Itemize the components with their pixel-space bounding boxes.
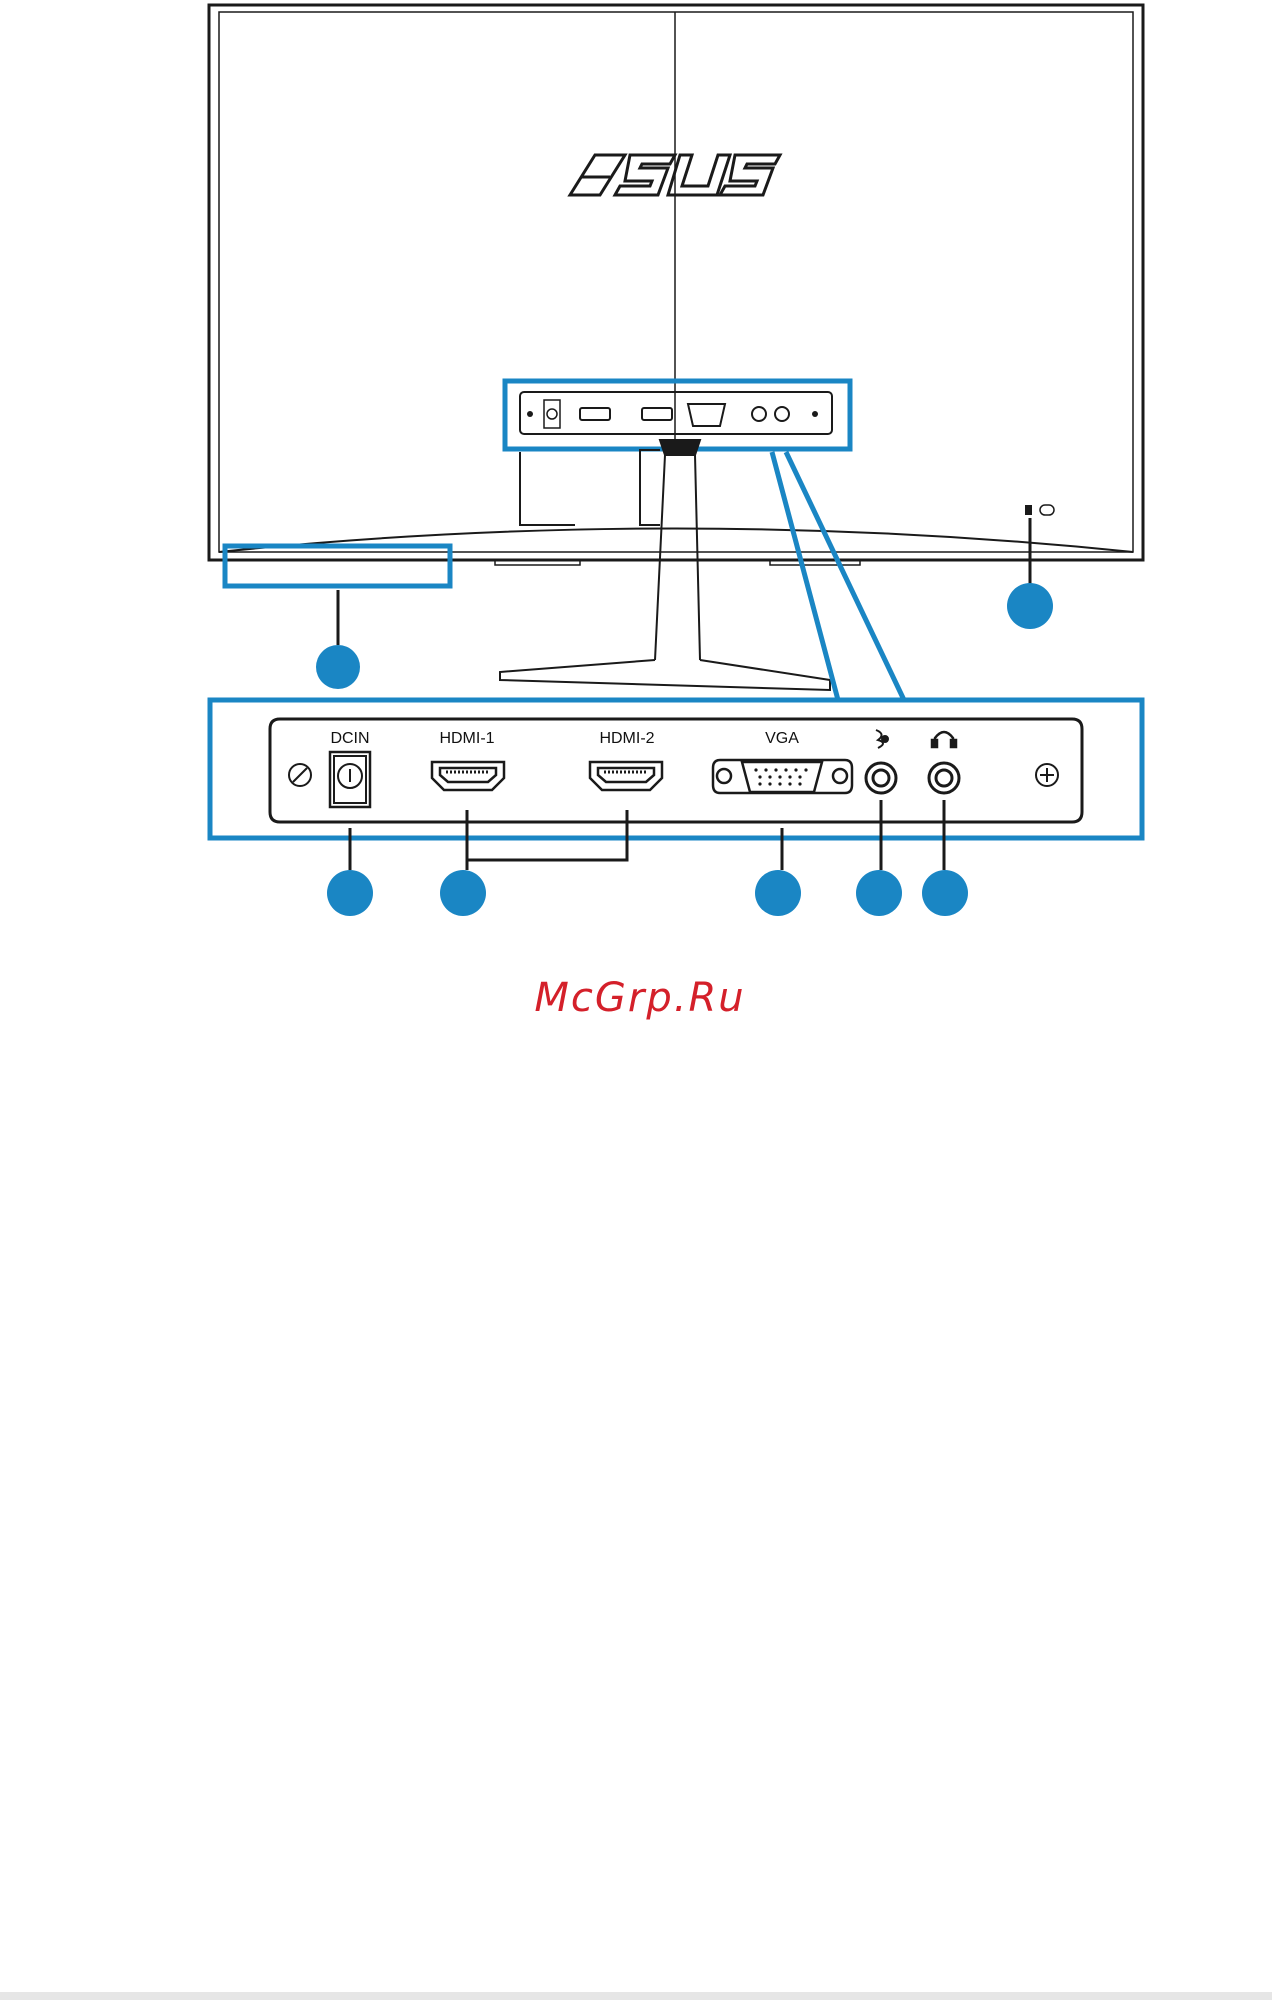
audio-in-icon [876,730,888,748]
kensington-lock-icon [1025,505,1054,515]
dcin-label: DCIN [330,730,369,747]
headphone-jack [929,763,959,793]
watermark-text: McGrp.Ru [0,975,1272,1021]
hdmi1-port [432,762,504,790]
callout-marker-vga [755,870,801,916]
audio-in-jack [866,763,896,793]
ports-panel [270,719,1082,822]
monitor-back [209,5,1143,565]
hdmi2-port [590,762,662,790]
hdmi1-label: HDMI-1 [439,730,494,747]
callout-markers [316,583,1053,916]
zoom-lines [772,452,904,700]
vga-port [713,760,852,793]
callout-marker-dcin [327,870,373,916]
callout-marker-audio-in [856,870,902,916]
callout-lines [338,518,1030,870]
callout-marker-hdmi [440,870,486,916]
callout-marker-kensington [1007,583,1053,629]
headphone-icon [932,732,956,747]
screw-icon [1036,764,1058,786]
port-area-highlight [505,381,850,449]
callout-marker-headphone [922,870,968,916]
screw-icon [289,764,311,786]
vga-label: VGA [765,730,799,747]
hdmi2-label: HDMI-2 [599,730,654,747]
dcin-port [330,752,370,807]
callout-marker-control [316,645,360,689]
bottom-bar [0,1992,1272,2000]
